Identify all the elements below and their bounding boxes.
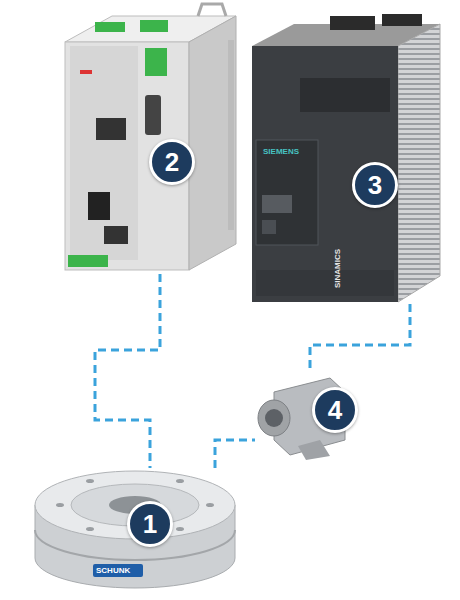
- callout-number: 2: [149, 139, 195, 185]
- device-area: 2: [62, 12, 240, 274]
- product-name: SINAMICS: [334, 249, 342, 288]
- callout-number: 4: [312, 387, 358, 433]
- cable-connector: [215, 440, 255, 468]
- cable-connector: [95, 274, 160, 468]
- cable-connector: [310, 304, 410, 372]
- device-area: 3: [248, 14, 443, 304]
- device-area: 4: [255, 372, 347, 460]
- brand-logo: SCHUNK: [96, 567, 130, 575]
- device-area: 1: [32, 468, 240, 590]
- brand-logo: SIEMENS: [263, 148, 299, 156]
- frequency-converter: [252, 14, 440, 302]
- callout-number: 3: [352, 162, 398, 208]
- callout-number: 1: [127, 501, 173, 547]
- servo-drive: [65, 4, 236, 270]
- rotary-table: [35, 471, 235, 588]
